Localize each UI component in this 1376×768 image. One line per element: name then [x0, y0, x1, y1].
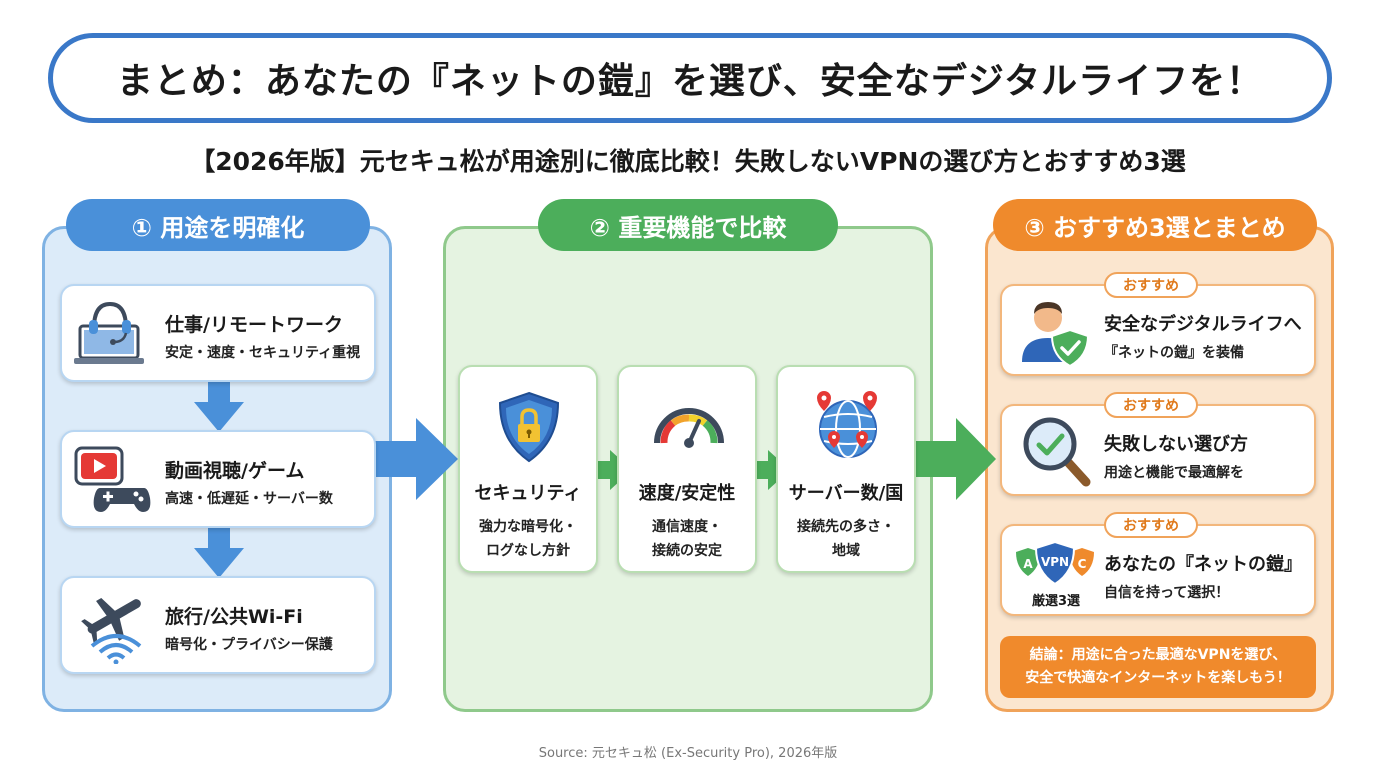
- recommend-sub: 用途と機能で最適解を: [1104, 465, 1244, 481]
- user-shield-icon: [1022, 302, 1090, 368]
- recommend-card-digital-life: 安全なデジタルライフへ 『ネットの鎧』を装備: [1000, 284, 1316, 376]
- usage-card-remote-work: 仕事/リモートワーク 安定・速度・セキュリティ重視: [60, 284, 376, 382]
- speedometer-icon: [654, 408, 724, 448]
- usage-card-travel-wifi: 旅行/公共Wi-Fi 暗号化・プライバシー保護: [60, 576, 376, 674]
- recommend-sub: 自信を持って選択！: [1104, 585, 1230, 601]
- source-caption: Source: 元セキュ松 (Ex-Security Pro), 2026年版: [538, 746, 838, 761]
- recommend-badge: おすすめ: [1104, 512, 1198, 538]
- arrow-right-green-icon: [912, 418, 996, 500]
- recommend-badge: おすすめ: [1104, 272, 1198, 298]
- arrow-down-icon: [194, 378, 244, 432]
- recommend-sub: 『ネットの鎧』を装備: [1104, 345, 1244, 361]
- usage-sub: 暗号化・プライバシー保護: [165, 637, 333, 653]
- feature-sub: 強力な暗号化・ログなし方針: [479, 519, 577, 559]
- recommend-badge: おすすめ: [1104, 392, 1198, 418]
- shield-lock-icon: [498, 391, 560, 463]
- magnifier-check-icon: [1023, 417, 1091, 487]
- recommend-title: あなたの『ネットの鎧』: [1104, 554, 1302, 575]
- conclusion-box: 結論：用途に合った最適なVPNを選び、 安全で快適なインターネットを楽しもう！: [1000, 636, 1316, 698]
- laptop-headset-icon: [74, 301, 144, 364]
- panel-usage-title: ① 用途を明確化: [66, 199, 370, 251]
- feature-title: セキュリティ: [474, 483, 582, 504]
- title-banner: まとめ：あなたの『ネットの鎧』を選び、安全なデジタルライフを！: [48, 33, 1332, 123]
- recommend-card-choose: 失敗しない選び方 用途と機能で最適解を: [1000, 404, 1316, 496]
- feature-title: 速度/安定性: [638, 483, 736, 504]
- feature-card-speed: 速度/安定性 通信速度・接続の安定: [617, 365, 757, 573]
- usage-title: 旅行/公共Wi-Fi: [165, 606, 303, 628]
- svg-text:A: A: [1023, 557, 1033, 571]
- arrow-right-blue-icon: [372, 418, 458, 500]
- page-title: まとめ：あなたの『ネットの鎧』を選び、安全なデジタルライフを！: [116, 61, 1264, 102]
- feature-card-servers: サーバー数/国 接続先の多さ・地域: [776, 365, 916, 573]
- conclusion-line: 結論：用途に合った最適なVPNを選び、: [1029, 647, 1287, 663]
- usage-title: 動画視聴/ゲーム: [165, 460, 305, 482]
- globe-pins-icon: [817, 391, 877, 458]
- svg-text:VPN: VPN: [1041, 555, 1069, 569]
- panel-recommend-title: ③ おすすめ3選とまとめ: [993, 199, 1317, 251]
- airplane-wifi-icon: [81, 597, 142, 664]
- usage-sub: 安定・速度・セキュリティ重視: [165, 345, 361, 361]
- video-gamepad-icon: [74, 446, 151, 512]
- usage-card-video-game: 動画視聴/ゲーム 高速・低遅延・サーバー数: [60, 430, 376, 528]
- vpn-shields-icon: A C VPN: [1016, 540, 1094, 586]
- page-subtitle: 【2026年版】元セキュ松が用途別に徹底比較！失敗しないVPNの選び方とおすすめ…: [190, 147, 1186, 176]
- recommend-title: 安全なデジタルライフへ: [1104, 314, 1302, 335]
- feature-sub: 接続先の多さ・地域: [797, 519, 895, 559]
- feature-card-security: セキュリティ 強力な暗号化・ログなし方針: [458, 365, 598, 573]
- svg-text:C: C: [1078, 557, 1087, 571]
- panel-features-title: ② 重要機能で比較: [538, 199, 838, 251]
- top3-caption: 厳選3選: [1031, 594, 1081, 609]
- usage-sub: 高速・低遅延・サーバー数: [165, 491, 333, 507]
- arrow-down-icon: [194, 524, 244, 578]
- usage-title: 仕事/リモートワーク: [165, 314, 343, 336]
- feature-title: サーバー数/国: [788, 483, 904, 504]
- recommend-card-top3: A C VPN 厳選3選 あなたの『ネットの鎧』 自信を持って選択！: [1000, 524, 1316, 616]
- recommend-title: 失敗しない選び方: [1104, 434, 1248, 455]
- conclusion-line: 安全で快適なインターネットを楽しもう！: [1025, 670, 1291, 686]
- feature-sub: 通信速度・接続の安定: [652, 519, 722, 559]
